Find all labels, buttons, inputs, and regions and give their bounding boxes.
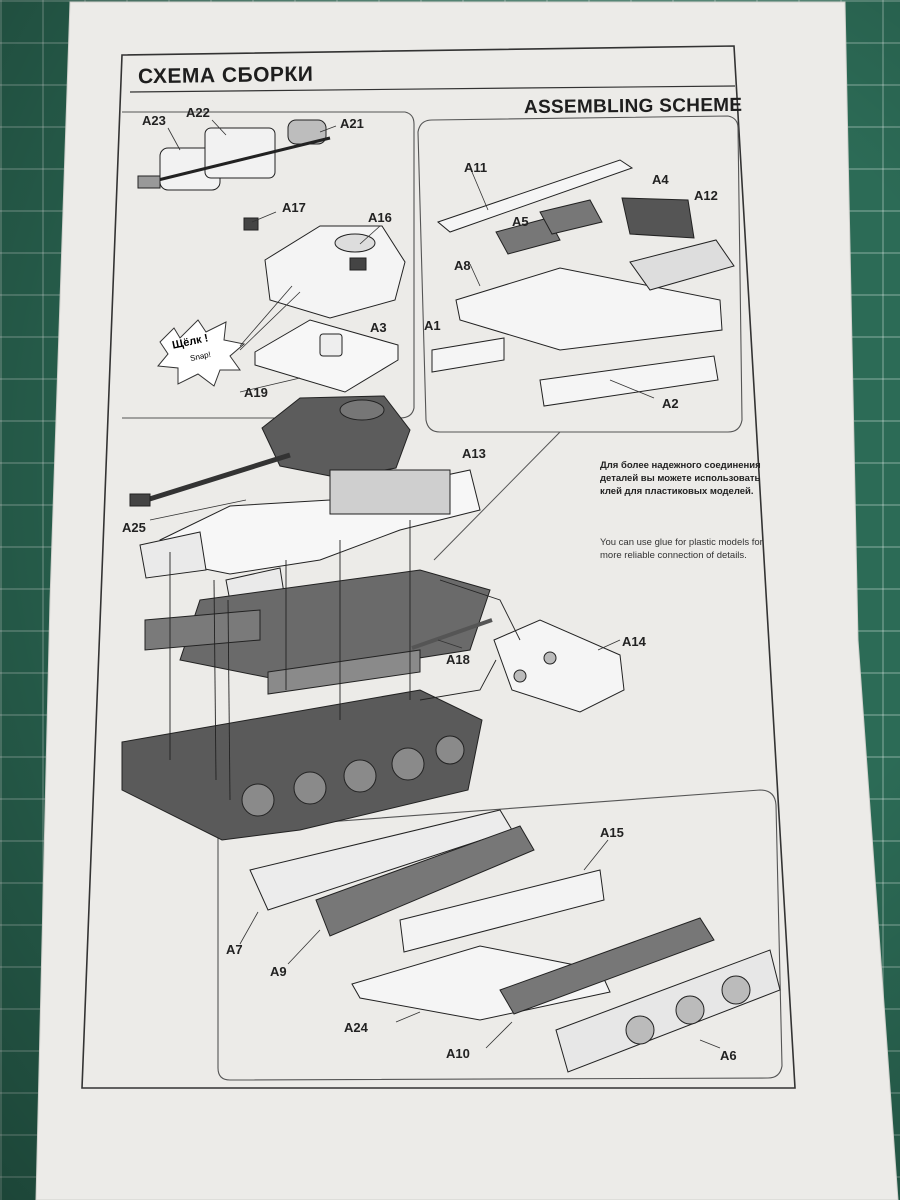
title-russian: СХЕМА СБОРКИ — [137, 62, 314, 89]
glue-note-en: You can use glue for plastic models for … — [600, 537, 763, 561]
panel-hull-box — [417, 115, 743, 433]
part-label-a11: A11 — [464, 160, 488, 175]
part-label-a1: A1 — [424, 318, 441, 333]
part-label-a18: A18 — [446, 652, 470, 667]
turret-base-plate — [254, 319, 399, 393]
title-english: ASSEMBLING SCHEME — [523, 94, 743, 119]
gun-mantlet-group — [137, 119, 331, 191]
part-label-a4: A4 — [652, 172, 669, 187]
part-label-a15: A15 — [600, 825, 624, 840]
part-label-a6: A6 — [720, 1048, 737, 1063]
part-label-a13: A13 — [462, 446, 486, 461]
part-label-a21: A21 — [340, 116, 364, 131]
part-label-a5: A5 — [512, 214, 529, 229]
part-label-a10: A10 — [446, 1046, 470, 1061]
part-label-a9: A9 — [270, 964, 287, 979]
part-label-a7: A7 — [226, 942, 243, 957]
main-turret — [129, 395, 411, 507]
lower-hull — [144, 569, 493, 695]
part-label-a14: A14 — [622, 634, 646, 649]
assembly-arrows — [169, 520, 521, 801]
part-label-a8: A8 — [454, 258, 471, 273]
chassis-parts — [249, 809, 781, 1073]
part-label-a17: A17 — [282, 200, 306, 215]
part-label-a19: A19 — [244, 385, 268, 400]
hull-top-parts — [431, 159, 735, 407]
glue-note-ru: Для более надежного соединения деталей в… — [600, 460, 761, 497]
hull-top-plate — [139, 469, 481, 613]
part-label-a25: A25 — [122, 520, 146, 535]
part-label-a12: A12 — [694, 188, 718, 203]
panel-turret-box — [122, 111, 415, 419]
part-label-a23: A23 — [142, 113, 166, 128]
snap-burst — [157, 319, 246, 387]
part-label-a24: A24 — [344, 1020, 368, 1035]
part-label-a3: A3 — [370, 320, 387, 335]
rear-plate — [493, 619, 625, 713]
printed-border — [81, 45, 796, 1089]
part-label-a22: A22 — [186, 105, 210, 120]
part-label-a2: A2 — [662, 396, 679, 411]
leader-lines — [149, 119, 721, 1049]
panel-chassis-box — [217, 789, 783, 1081]
part-label-a16: A16 — [368, 210, 392, 225]
assembled-chassis — [121, 689, 483, 841]
